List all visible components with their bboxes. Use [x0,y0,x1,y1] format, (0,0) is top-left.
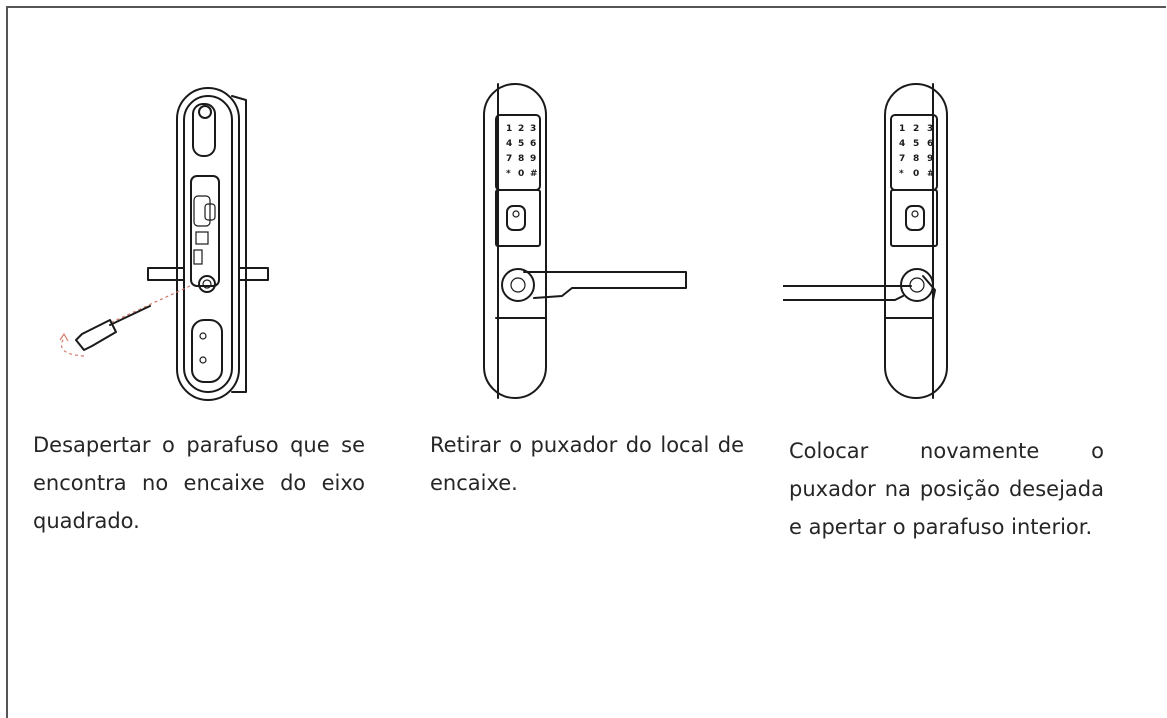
step-1-caption: Desapertar o parafuso que se encontra no… [33,433,365,533]
keypad-key: 9 [530,154,536,164]
keypad-key: 5 [518,139,524,149]
keypad-key: 0 [518,169,524,179]
step-3-caption: Colocar novamente o puxador na posição d… [789,439,1104,539]
keypad-key: # [927,169,935,179]
keypad-key: 0 [913,169,919,179]
lock-handle-right-illustration: 1 2 3 4 5 6 7 8 9 * 0 # [483,83,687,399]
keypad-key: 2 [518,124,524,134]
keypad-key: # [530,169,538,179]
lock-handle-left-illustration: 1 2 3 4 5 6 7 8 9 * 0 # [783,83,948,399]
keypad-key: 6 [530,139,536,149]
keypad-key: 4 [506,139,512,149]
keypad-key: * [899,169,904,179]
keypad-key: 2 [913,124,919,134]
keypad-key: 8 [518,154,524,164]
keypad-key: 1 [899,124,905,134]
keypad-key: 4 [899,139,905,149]
keypad-key: 3 [927,124,933,134]
lock-open-with-screwdriver-illustration [59,87,269,401]
step-2: 1 2 3 4 5 6 7 8 9 * 0 # Retirar o puxado… [400,0,783,713]
step-3: 1 2 3 4 5 6 7 8 9 * 0 # Colocar novament… [783,0,1167,713]
page-frame [6,6,1166,718]
keypad-key: 7 [899,154,905,164]
step-1: Desapertar o parafuso que se encontra no… [0,0,400,713]
keypad-key: 7 [506,154,512,164]
keypad-key: 8 [913,154,919,164]
keypad-key: 9 [927,154,933,164]
keypad-key: 6 [927,139,933,149]
keypad-key: 1 [506,124,512,134]
keypad-key: * [506,169,511,179]
step-2-caption: Retirar o puxador do local de encaixe. [430,433,744,495]
keypad-key: 3 [530,124,536,134]
keypad-key: 5 [913,139,919,149]
